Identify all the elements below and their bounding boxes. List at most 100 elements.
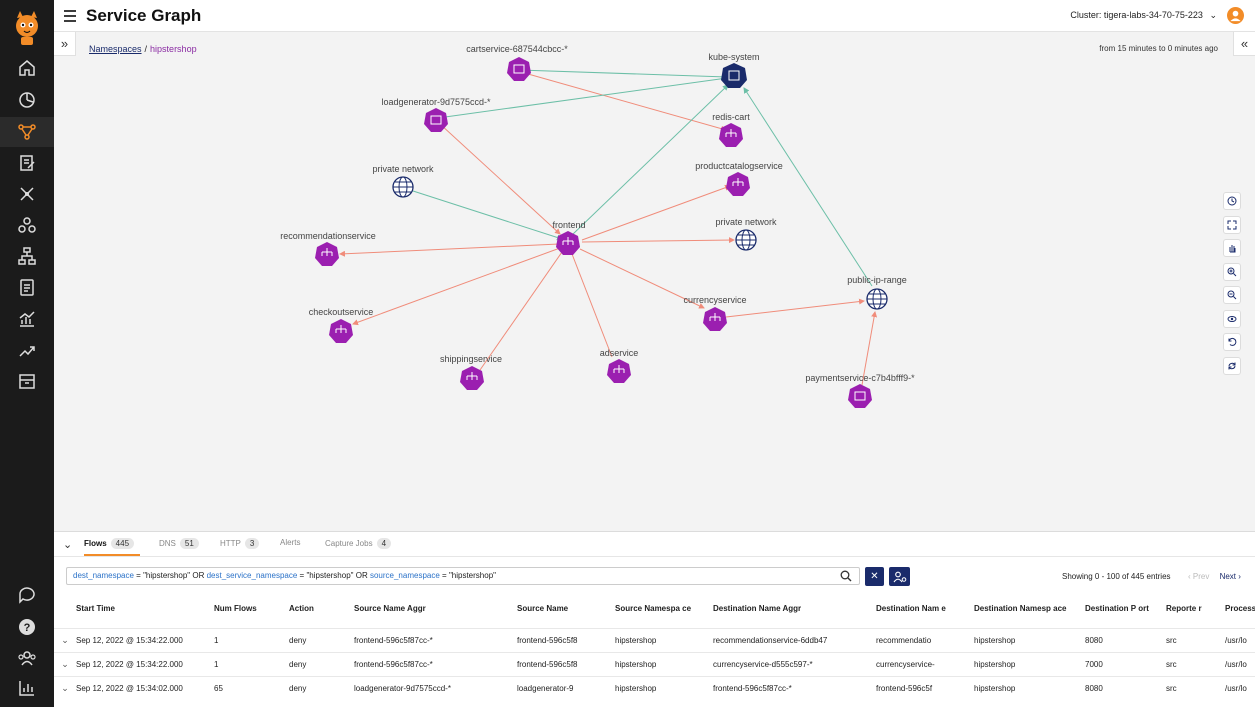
expand-row-icon[interactable]: ⌄ bbox=[54, 651, 76, 676]
nav-stats[interactable] bbox=[0, 673, 54, 703]
column-header[interactable]: Destination Namesp ace bbox=[974, 604, 1067, 613]
node-public-ip-range[interactable]: public-ip-range bbox=[847, 275, 907, 310]
zoom-out-button[interactable] bbox=[1223, 286, 1241, 304]
node-label-private-network-right: private network bbox=[715, 217, 777, 227]
tiger-logo-icon[interactable] bbox=[13, 10, 41, 46]
nav-dashboard[interactable] bbox=[0, 85, 54, 115]
node-label-adservice: adservice bbox=[600, 348, 639, 358]
node-label-recommendation: recommendationservice bbox=[280, 231, 376, 241]
table-row[interactable]: ⌄ Sep 12, 2022 @ 15:34:02.000 65 deny lo… bbox=[54, 675, 1255, 700]
column-header[interactable]: Destination P ort bbox=[1085, 604, 1149, 613]
column-header[interactable]: Action bbox=[289, 604, 314, 613]
search-icon[interactable] bbox=[840, 570, 852, 582]
nav-store[interactable] bbox=[0, 366, 54, 396]
node-label-shipping: shippingservice bbox=[440, 354, 502, 364]
column-header[interactable]: Destination Name Aggr bbox=[713, 604, 802, 613]
nav-network[interactable] bbox=[0, 241, 54, 271]
nav-home[interactable] bbox=[0, 53, 54, 83]
node-checkout[interactable]: checkoutservice bbox=[309, 307, 374, 343]
expand-left-button[interactable]: » bbox=[54, 32, 76, 56]
table-row[interactable]: ⌄ Sep 12, 2022 @ 15:34:22.000 1 deny fro… bbox=[54, 651, 1255, 676]
fit-button[interactable] bbox=[1223, 215, 1241, 234]
refresh-button[interactable] bbox=[1223, 356, 1241, 375]
view-button[interactable] bbox=[1223, 309, 1241, 328]
breadcrumb-namespaces-link[interactable]: Namespaces bbox=[89, 44, 142, 54]
cell: frontend-596c5f87cc-* bbox=[354, 627, 517, 652]
column-header[interactable]: Source Name Aggr bbox=[354, 604, 426, 613]
nav-compliance[interactable] bbox=[0, 272, 54, 302]
tab-dns[interactable]: DNS 51 bbox=[159, 538, 199, 549]
zoom-out-icon bbox=[1227, 290, 1237, 300]
cell: 1 bbox=[214, 651, 289, 676]
tab-capture-jobs[interactable]: Capture Jobs 4 bbox=[325, 538, 392, 549]
undo-button[interactable] bbox=[1223, 333, 1241, 351]
hamburger-icon[interactable] bbox=[62, 8, 78, 24]
node-label-cartservice: cartservice-687544cbcc-* bbox=[466, 44, 568, 54]
cell: Sep 12, 2022 @ 15:34:22.000 bbox=[76, 627, 214, 652]
column-header[interactable]: Process bbox=[1225, 604, 1255, 613]
store-icon bbox=[19, 374, 35, 389]
expand-row-icon[interactable]: ⌄ bbox=[54, 627, 76, 652]
compliance-icon bbox=[20, 279, 34, 296]
query-input[interactable]: dest_namespace = "hipstershop" OR dest_s… bbox=[66, 567, 860, 585]
column-header[interactable]: Start Time bbox=[76, 604, 115, 613]
column-header[interactable]: Reporte r bbox=[1166, 604, 1202, 613]
time-range[interactable]: from 15 minutes to 0 minutes ago bbox=[1099, 44, 1218, 53]
tab-flows[interactable]: Flows 445 bbox=[84, 538, 135, 549]
query-eq-1: = bbox=[136, 571, 141, 580]
nav-nodes[interactable] bbox=[0, 210, 54, 240]
column-header[interactable]: Source Name bbox=[517, 604, 569, 613]
service-graph-canvas[interactable]: cartservice-687544cbcc-* kube-system loa… bbox=[54, 32, 1255, 531]
expand-row-icon[interactable]: ⌄ bbox=[54, 675, 76, 700]
table-row[interactable]: ⌄ Sep 12, 2022 @ 15:34:22.000 1 deny fro… bbox=[54, 627, 1255, 652]
node-redis-cart[interactable]: redis-cart bbox=[712, 112, 750, 147]
node-loadgenerator[interactable]: loadgenerator-9d7575ccd-* bbox=[381, 97, 491, 132]
collapse-panel-icon[interactable]: ⌄ bbox=[63, 539, 73, 551]
node-private-network-left[interactable]: private network bbox=[372, 164, 434, 198]
top-header: Service Graph Cluster: tigera-labs-34-70… bbox=[54, 0, 1255, 32]
column-header[interactable]: Source Namespa ce bbox=[615, 604, 692, 613]
nav-help[interactable]: ? bbox=[0, 612, 54, 642]
zoom-in-button[interactable] bbox=[1223, 262, 1241, 281]
cell: recommendatio bbox=[876, 627, 974, 652]
next-button[interactable]: Next › bbox=[1219, 572, 1241, 581]
prev-button[interactable]: ‹ Prev bbox=[1188, 572, 1210, 581]
column-header[interactable]: Num Flows bbox=[214, 604, 257, 613]
node-frontend[interactable]: frontend bbox=[552, 220, 586, 255]
chevron-down-icon: ⌄ bbox=[1209, 10, 1217, 20]
cell: hipstershop bbox=[974, 627, 1085, 652]
node-productcatalog[interactable]: productcatalogservice bbox=[695, 161, 783, 196]
query-value-2: "hipstershop" bbox=[306, 571, 354, 580]
cluster-selector[interactable]: Cluster: tigera-labs-34-70-75-223 ⌄ bbox=[1070, 10, 1217, 21]
node-shipping[interactable]: shippingservice bbox=[440, 354, 502, 390]
nav-endpoints[interactable] bbox=[0, 179, 54, 209]
nav-users[interactable] bbox=[0, 643, 54, 673]
edge-publicip-kube bbox=[743, 87, 873, 287]
node-recommendation[interactable]: recommendationservice bbox=[280, 231, 376, 266]
nav-activity[interactable] bbox=[0, 304, 54, 334]
expand-right-button[interactable]: « bbox=[1233, 32, 1255, 56]
column-settings-button[interactable] bbox=[889, 567, 910, 586]
node-adservice[interactable]: adservice bbox=[600, 348, 639, 383]
pan-button[interactable] bbox=[1223, 239, 1241, 257]
node-cartservice[interactable]: cartservice-687544cbcc-* bbox=[466, 44, 568, 81]
node-private-network-right[interactable]: private network bbox=[715, 217, 777, 251]
nav-trending[interactable] bbox=[0, 336, 54, 366]
tab-alerts[interactable]: Alerts bbox=[280, 538, 300, 547]
column-header[interactable]: Destination Nam e bbox=[876, 604, 946, 613]
time-button[interactable] bbox=[1223, 192, 1241, 210]
query-or-1: OR bbox=[192, 571, 205, 580]
node-payment[interactable]: paymentservice-c7b4bfff9-* bbox=[805, 373, 915, 408]
clear-query-button[interactable]: ✕ bbox=[865, 567, 884, 586]
nav-service-graph[interactable] bbox=[0, 117, 54, 147]
node-currency[interactable]: currencyservice bbox=[683, 295, 747, 331]
column-spacer bbox=[54, 596, 76, 628]
node-kube-system[interactable]: kube-system bbox=[708, 52, 760, 88]
user-icon[interactable] bbox=[1227, 7, 1244, 24]
nav-policies[interactable] bbox=[0, 148, 54, 178]
tab-http[interactable]: HTTP 3 bbox=[220, 538, 260, 549]
nav-chat[interactable] bbox=[0, 580, 54, 610]
tab-flows-count: 445 bbox=[110, 538, 135, 549]
cell: hipstershop bbox=[974, 651, 1085, 676]
breadcrumb-current: hipstershop bbox=[150, 44, 197, 54]
